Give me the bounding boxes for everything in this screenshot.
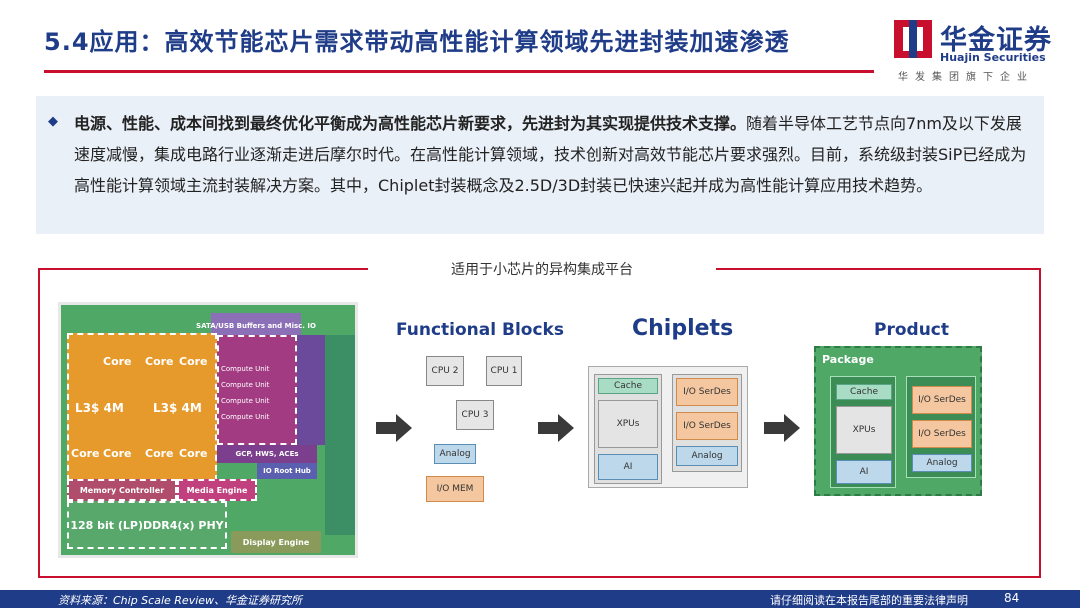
die-cpu-complex [67, 333, 217, 481]
arrow-right-icon [376, 414, 412, 442]
die-memory-controller: Memory Controller [67, 479, 177, 501]
product-ai: AI [836, 460, 892, 484]
chiplet-serdes-2: I/O SerDes [676, 412, 738, 440]
die-right-io-block [325, 335, 355, 535]
die-compute-unit-label: Compute Unit [221, 397, 270, 405]
die-gpu-block [217, 335, 297, 445]
product-title: Product [874, 320, 949, 340]
logo-english-name: Huajin Securities [940, 51, 1046, 64]
huajin-logo: 华金证券 Huajin Securities 华发集团旗下企业 [894, 18, 1064, 84]
figure-frame-top-right [716, 268, 1041, 270]
summary-bold-text: 电源、性能、成本间找到最终优化平衡成为高性能芯片新要求，先进封为其实现提供技术支… [74, 114, 747, 133]
summary-paragraph: 电源、性能、成本间找到最终优化平衡成为高性能芯片新要求，先进封为其实现提供技术支… [74, 108, 1034, 201]
functional-blocks-title: Functional Blocks [396, 320, 564, 340]
die-rop-block [297, 335, 325, 445]
footer-bar [0, 590, 1080, 608]
chiplet-analog: Analog [676, 446, 738, 466]
product-xpus: XPUs [836, 406, 892, 454]
title-divider [44, 70, 874, 73]
product-serdes-2: I/O SerDes [912, 420, 972, 448]
footer-disclaimer: 请仔细阅读在本报告尾部的重要法律声明 [770, 594, 968, 607]
product-analog: Analog [912, 454, 972, 472]
package-label: Package [822, 353, 874, 366]
io-mem-block: I/O MEM [426, 476, 484, 502]
figure-frame-top-left [38, 268, 368, 270]
diamond-bullet-icon: ◆ [48, 114, 58, 129]
figure-caption: 适用于小芯片的异构集成平台 [451, 262, 633, 278]
die-core-label: Core [103, 355, 132, 368]
die-compute-unit-label: Compute Unit [221, 365, 270, 373]
die-display-engine: Display Engine [231, 531, 321, 553]
page-title: 5.4应用：高效节能芯片需求带动高性能计算领域先进封装加速渗透 [44, 28, 790, 56]
product-cache: Cache [836, 384, 892, 400]
die-shot-image: SATA/USB Buffers and Misc. IO GCP, HWS, … [58, 302, 358, 558]
logo-chinese-name: 华金证券 [940, 25, 1052, 56]
arrow-right-icon [538, 414, 574, 442]
cpu3-block: CPU 3 [456, 400, 494, 430]
die-core-label: Core [103, 447, 132, 460]
die-core-label: Core [145, 355, 174, 368]
chiplet-ai: AI [598, 454, 658, 480]
arrow-right-icon [764, 414, 800, 442]
analog-block: Analog [434, 444, 476, 464]
page-number: 84 [1004, 591, 1020, 605]
logo-subtitle: 华发集团旗下企业 [898, 72, 1034, 83]
die-core-label: Core [179, 447, 208, 460]
die-top-io-block: SATA/USB Buffers and Misc. IO [196, 313, 316, 339]
chiplet-xpus: XPUs [598, 400, 658, 448]
product-serdes-1: I/O SerDes [912, 386, 972, 414]
footer-source: 资料来源：Chip Scale Review、华金证券研究所 [58, 594, 303, 607]
summary-body-text: 随着半导体工艺节点向7nm及以下发展速度减慢，集成电路行业逐渐走进后摩尔时代。在… [74, 114, 1027, 195]
chiplets-title: Chiplets [632, 316, 734, 341]
die-l3-label: L3$ 4M [153, 401, 202, 415]
logo-mark-icon [894, 20, 932, 58]
die-compute-unit-label: Compute Unit [221, 413, 270, 421]
die-compute-unit-label: Compute Unit [221, 381, 270, 389]
chiplet-serdes-1: I/O SerDes [676, 378, 738, 406]
die-io-root-hub: IO Root Hub [257, 463, 317, 479]
cpu2-block: CPU 2 [426, 356, 464, 386]
figure-frame [38, 268, 1041, 578]
chiplet-cache: Cache [598, 378, 658, 394]
cpu1-block: CPU 1 [486, 356, 522, 386]
summary-box: ◆ 电源、性能、成本间找到最终优化平衡成为高性能芯片新要求，先进封为其实现提供技… [36, 96, 1044, 234]
die-core-label: Core [179, 355, 208, 368]
die-gcp-block: GCP, HWS, ACEs [217, 445, 317, 463]
die-core-label: Core [145, 447, 174, 460]
die-core-label: Core [71, 447, 100, 460]
die-media-engine: Media Engine [177, 479, 257, 501]
die-ddr-phy: 128 bit (LP)DDR4(x) PHY [67, 501, 227, 549]
die-l3-label: L3$ 4M [75, 401, 124, 415]
